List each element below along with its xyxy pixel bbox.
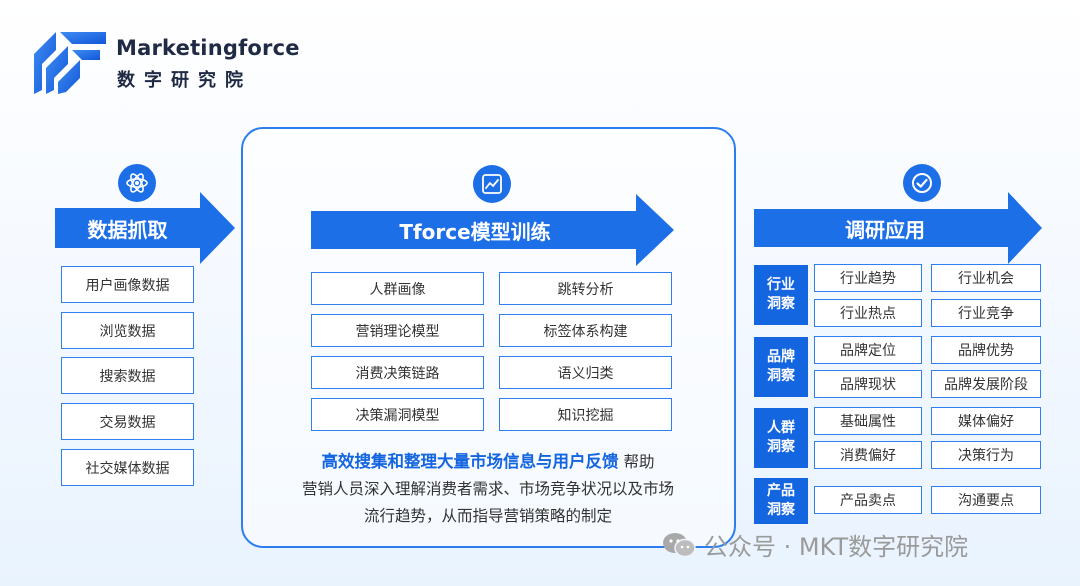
category-brand: 品牌洞察	[754, 337, 808, 397]
center-item-2-2: 标签体系构建	[499, 314, 672, 347]
right-item-industry-hotspot: 行业热点	[814, 299, 922, 327]
right-item-industry-opportunity: 行业机会	[931, 264, 1041, 292]
right-item-brand-positioning: 品牌定位	[814, 336, 922, 364]
center-description-line-1: 高效搜集和整理大量市场信息与用户反馈 帮助	[252, 448, 724, 472]
right-arrow	[754, 192, 1042, 264]
right-arrow-title: 调研应用	[845, 217, 925, 242]
center-description-line-3: 流行趋势，从而指导营销策略的制定	[363, 507, 612, 525]
right-item-brand-advantage: 品牌优势	[931, 336, 1041, 364]
left-icon-circle	[118, 164, 156, 202]
left-item-3: 搜索数据	[61, 357, 194, 394]
right-icon-circle	[903, 164, 941, 202]
category-audience-line-2: 洞察	[767, 439, 795, 455]
category-industry-line-1: 行业	[767, 277, 795, 293]
center-item-4-1: 决策漏洞模型	[311, 398, 484, 431]
right-item-decision-behavior: 决策行为	[931, 441, 1041, 469]
category-audience-line-1: 人群	[767, 420, 795, 436]
right-item-product-selling-point: 产品卖点	[814, 486, 922, 514]
watermark: 公众号 · MKT数字研究院	[662, 527, 968, 562]
left-item-5: 社交媒体数据	[61, 449, 194, 486]
left-item-4: 交易数据	[61, 403, 194, 440]
right-item-basic-attributes: 基础属性	[814, 407, 922, 435]
center-item-1-1: 人群画像	[311, 272, 484, 305]
line-chart-icon	[482, 174, 502, 194]
atom-icon	[126, 173, 148, 193]
center-description-highlight: 高效搜集和整理大量市场信息与用户反馈	[321, 452, 619, 471]
check-circle-icon	[912, 173, 932, 193]
logo-name-cn: 数字研究院	[117, 70, 252, 91]
category-brand-line-2: 洞察	[767, 368, 795, 384]
center-item-4-2: 知识挖掘	[499, 398, 672, 431]
marketingforce-logo-icon	[34, 32, 106, 94]
right-item-communication-point: 沟通要点	[931, 486, 1041, 514]
center-description-line-2: 营销人员深入理解消费者需求、市场竞争状况以及市场	[301, 480, 674, 498]
center-icon-circle	[473, 165, 511, 203]
category-audience: 人群洞察	[754, 408, 808, 468]
center-item-1-2: 跳转分析	[499, 272, 672, 305]
center-item-2-1: 营销理论模型	[311, 314, 484, 347]
category-product-line-1: 产品	[767, 483, 795, 499]
center-item-3-1: 消费决策链路	[311, 356, 484, 389]
category-product-line-2: 洞察	[767, 502, 795, 518]
center-arrow-title: Tforce模型训练	[399, 219, 551, 244]
left-item-1: 用户画像数据	[61, 266, 194, 303]
center-description-line-1-rest: 帮助	[623, 453, 655, 471]
wechat-icon	[663, 532, 696, 557]
left-item-2: 浏览数据	[61, 312, 194, 349]
right-item-brand-status: 品牌现状	[814, 370, 922, 398]
category-industry: 行业洞察	[754, 265, 808, 325]
category-industry-line-2: 洞察	[767, 296, 795, 312]
center-item-3-2: 语义归类	[499, 356, 672, 389]
left-arrow	[55, 192, 235, 264]
category-brand-line-1: 品牌	[767, 349, 795, 365]
left-arrow-title: 数据抓取	[87, 217, 168, 242]
category-product: 产品洞察	[754, 478, 808, 524]
right-item-media-preference: 媒体偏好	[931, 407, 1041, 435]
logo-name-en: Marketingforce	[116, 36, 300, 60]
right-item-consumption-preference: 消费偏好	[814, 441, 922, 469]
right-item-brand-stage: 品牌发展阶段	[931, 370, 1041, 398]
watermark-text: 公众号 · MKT数字研究院	[704, 533, 969, 561]
right-item-industry-competition: 行业竞争	[931, 299, 1041, 327]
center-arrow	[311, 194, 674, 266]
right-item-industry-trend: 行业趋势	[814, 264, 922, 292]
